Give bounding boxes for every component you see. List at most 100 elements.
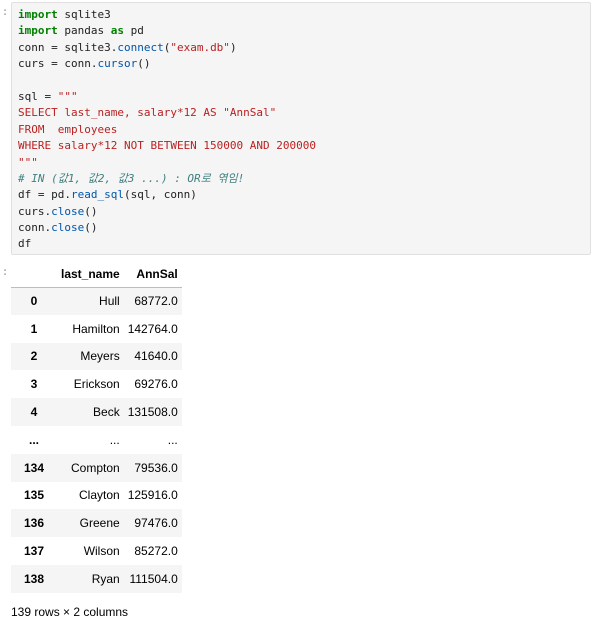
cell-annsal: 85272.0: [134, 544, 178, 559]
row-index: 136: [23, 516, 45, 531]
cell-annsal: 97476.0: [134, 516, 178, 531]
code-token: df: [18, 237, 32, 251]
code-token: """: [57, 89, 78, 103]
code-token: (): [84, 204, 98, 218]
code-token: WHERE salary*12 NOT BETWEEN 150000 AND 2…: [18, 139, 317, 153]
cell-prompt-marker: :: [1, 5, 9, 18]
code-token: (sql, conn): [123, 188, 197, 202]
row-index: 134: [23, 460, 45, 475]
index-header: [11, 262, 57, 288]
code-token: sqlite3: [57, 8, 111, 21]
code-line: curs.close(): [18, 204, 584, 220]
code-line: FROM employees: [18, 122, 584, 138]
code-token: import: [18, 8, 58, 21]
cell-last-name: ...: [109, 432, 120, 447]
code-line: """: [18, 155, 584, 171]
row-index: 138: [23, 571, 45, 586]
code-token: curs.: [18, 204, 52, 218]
table-row: 134 Compton 79536.0: [11, 453, 182, 482]
cell-last-name: Beck: [93, 405, 120, 420]
dataframe-table: last_name AnnSal 0 Hull 68772.0 1 Hamilton 14…: [11, 262, 182, 593]
code-line: # IN (값1, 값2, 값3 ...) : OR로 엮임!: [18, 171, 584, 187]
row-index: ...: [28, 432, 39, 447]
cell-last-name: Wilson: [83, 544, 120, 559]
cell-annsal: 111504.0: [129, 571, 178, 586]
code-line: df: [18, 236, 584, 252]
code-line: sql = """: [18, 89, 584, 105]
cell-annsal: 142764.0: [127, 321, 178, 336]
row-index: 3: [30, 377, 38, 392]
code-token: close: [51, 204, 85, 218]
table-row: 136 Greene 97476.0: [11, 509, 182, 538]
code-line: import sqlite3: [18, 7, 584, 23]
row-index: 0: [30, 294, 38, 309]
cell-last-name: Hull: [99, 294, 120, 309]
code-token: import: [18, 24, 58, 38]
row-index: 4: [30, 405, 38, 420]
table-row: 135 Clayton 125916.0: [11, 482, 182, 510]
table-row: 0 Hull 68772.0: [11, 287, 182, 315]
code-token: # IN (값1, 값2, 값3 ...) : OR로 엮임!: [18, 171, 245, 185]
table-body: 0 Hull 68772.0 1 Hamilton 142764.0 2 Meyers 4164…: [11, 287, 182, 593]
code-line: df = pd.read_sql(sql, conn): [18, 187, 584, 203]
output-area: last_name AnnSal 0 Hull 68772.0 1 Hamilton 14…: [11, 262, 311, 593]
code-token: conn.: [18, 221, 52, 235]
code-token: pd: [123, 24, 144, 38]
cell-last-name: Hamilton: [72, 321, 120, 336]
table-row: 137 Wilson 85272.0: [11, 537, 182, 565]
code-token: (): [137, 57, 151, 71]
code-line: WHERE salary*12 NOT BETWEEN 150000 AND 2…: [18, 138, 584, 154]
cell-last-name: Greene: [79, 516, 120, 531]
cell-annsal: 69276.0: [134, 377, 178, 392]
row-index: 137: [23, 544, 45, 559]
code-line: import pandas as pd: [18, 23, 584, 39]
code-token: SELECT last_name, salary*12 AS "AnnSal": [18, 106, 277, 120]
row-index: 2: [30, 349, 38, 364]
code-token: read_sql: [70, 188, 124, 202]
table-row: 2 Meyers 41640.0: [11, 342, 182, 371]
code-token: sql =: [18, 89, 58, 103]
table-row: 138 Ryan 111504.0: [11, 564, 182, 593]
cell-annsal: 41640.0: [134, 349, 178, 364]
code-token: (): [84, 221, 98, 235]
code-line: conn.close(): [18, 220, 584, 236]
row-index: 1: [30, 321, 38, 336]
code-line: conn = sqlite3.connect("exam.db"): [18, 40, 584, 56]
column-header-annsal: AnnSal: [123, 262, 182, 288]
code-token: "exam.db": [170, 40, 230, 54]
row-index: 135: [23, 488, 45, 503]
cell-last-name: Clayton: [79, 488, 120, 503]
table-row: 3 Erickson 69276.0: [11, 370, 182, 398]
cell-last-name: Erickson: [73, 377, 120, 392]
cell-last-name: Meyers: [80, 349, 120, 364]
table-row: 1 Hamilton 142764.0: [11, 315, 182, 343]
code-token: df = pd.: [18, 188, 71, 202]
code-token: FROM employees: [18, 122, 118, 136]
code-line: SELECT last_name, salary*12 AS "AnnSal": [18, 105, 584, 121]
table-header-row: last_name AnnSal: [11, 262, 182, 288]
output-prompt-marker: :: [1, 265, 9, 278]
code-token: close: [51, 221, 85, 235]
code-token: (: [163, 40, 171, 54]
code-token: curs = conn.: [18, 57, 98, 71]
code-token: ): [229, 40, 237, 54]
code-line: curs = conn.cursor(): [18, 56, 584, 72]
cell-last-name: Compton: [71, 460, 120, 475]
code-token: conn = sqlite3.: [18, 40, 118, 54]
code-token: connect: [117, 40, 164, 54]
code-line: ​: [18, 73, 584, 89]
table-row: .........: [11, 426, 182, 454]
dataframe-shape-text: 139 rows × 2 columns: [11, 605, 129, 619]
code-token: pandas: [57, 24, 111, 38]
cell-annsal: 79536.0: [134, 460, 178, 475]
cell-annsal: 125916.0: [127, 488, 178, 503]
cell-annsal: ...: [167, 432, 178, 447]
code-token: cursor: [97, 57, 138, 71]
cell-last-name: Ryan: [91, 571, 120, 586]
code-token: """: [18, 155, 38, 169]
code-token: as: [110, 24, 124, 38]
column-header-last-name: last_name: [57, 262, 124, 288]
cell-annsal: 68772.0: [134, 294, 178, 309]
